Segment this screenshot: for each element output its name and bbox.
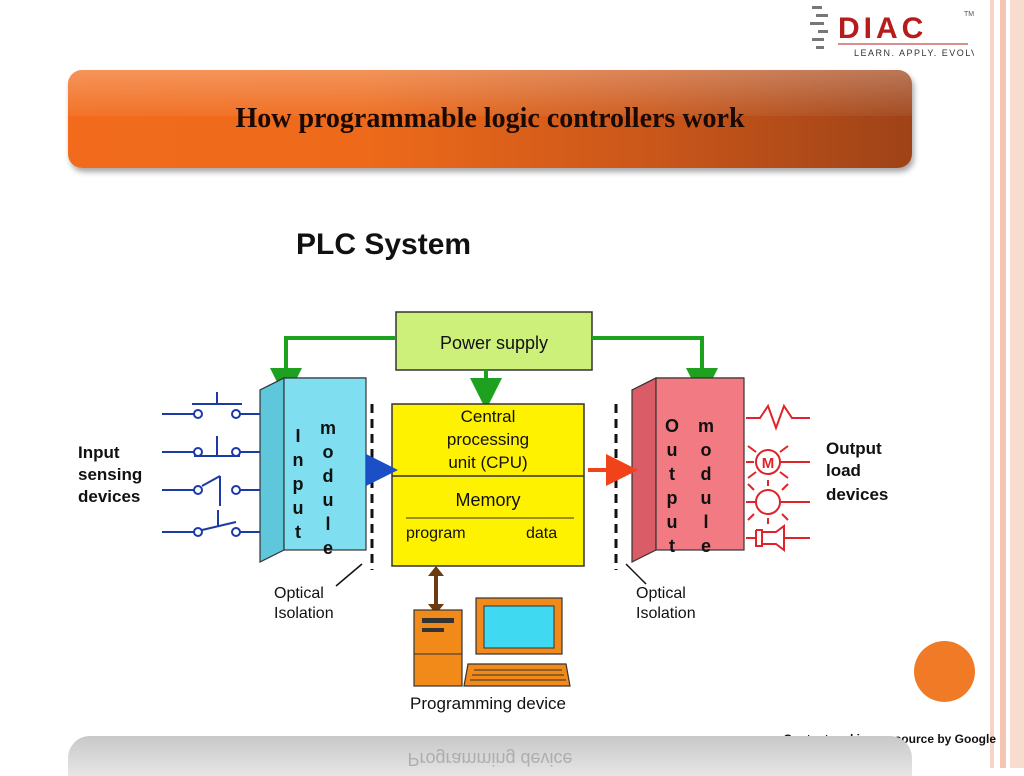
output-letter: u [667,440,678,460]
slide-title: How programmable logic controllers work [235,103,745,134]
optical-isolation-label-left-1: Optical [274,585,324,602]
svg-text:TM: TM [964,11,974,18]
programming-device: Programming device [410,597,571,713]
computer-tower-icon [413,609,463,687]
module-letter: e [323,538,333,558]
output-devices-label-2: load [826,461,861,480]
decorative-orange-circle [914,641,975,702]
horn-icon [746,524,810,552]
heater-coil-icon [746,403,810,431]
logo-tagline: LEARN. APPLY. EVOLVE. [854,48,974,58]
output-letter: u [667,512,678,532]
module-letter: m [698,416,714,436]
cpu-label-line-1: Central [461,407,516,426]
cpu-programming-arrow [428,566,444,614]
output-letter: p [667,488,678,508]
module-letter: u [323,490,334,510]
title-banner: How programmable logic controllers work [68,70,912,168]
input-switches [162,392,260,537]
optical-isolation-label-left-2: Isolation [274,605,334,622]
output-module: O u t p u t m o d u l e [631,377,745,563]
memory-label: Memory [455,490,520,510]
pointer-line-left [335,563,363,587]
pointer-line-right [625,563,647,585]
output-devices-label-1: Output [826,439,882,458]
module-letter: o [323,442,334,462]
output-devices-label-3: devices [826,485,888,504]
input-module: I n p u t m o d u l e [259,377,367,563]
lamp-icon [746,480,810,524]
output-letter: O [665,416,679,436]
program-label: program [406,525,466,542]
module-letter: u [701,488,712,508]
module-letter: e [701,536,711,556]
input-letter: n [293,450,304,470]
pushbutton-nc-icon [162,436,260,457]
logo-wordmark: DIAC [838,12,927,45]
decorative-stripe [990,0,994,768]
module-letter: l [703,512,708,532]
decorative-stripe [1000,0,1006,768]
power-supply-label: Power supply [440,333,548,353]
cpu-block: Central processing unit (CPU) Memory pro… [391,403,585,567]
optical-isolation-label-right-1: Optical [636,585,686,602]
diac-logo-mark: DIAC TM LEARN. APPLY. EVOLVE. [810,6,989,58]
programming-device-label: Programming device [410,694,566,713]
limit-switch-icon [162,475,260,506]
input-devices-label-3: devices [78,487,140,506]
input-letter: t [295,522,301,542]
float-switch-icon [162,510,260,537]
power-lines [270,336,718,410]
diac-logo: DIAC TM LEARN. APPLY. EVOLVE. [808,0,989,68]
module-letter: l [325,514,330,534]
module-letter: m [320,418,336,438]
data-label: data [526,525,557,542]
motor-icon: M [746,445,810,479]
plc-system-diagram: PLC System Power supply Central processi… [78,228,888,713]
optical-isolation-label-right-2: Isolation [636,605,696,622]
diagram-title: PLC System [296,228,471,261]
diagram-reflection: Programming device [68,736,912,776]
module-letter: d [701,464,712,484]
keyboard-icon [463,663,571,687]
power-supply-box: Power supply [395,311,593,371]
cpu-label-line-3: unit (CPU) [448,453,527,472]
decorative-stripe [1010,0,1024,768]
output-letter: t [669,464,675,484]
input-devices-label-2: sensing [78,465,142,484]
module-letter: o [701,440,712,460]
input-letter: u [293,498,304,518]
input-letter: I [295,426,300,446]
reflection-text: Programming device [407,749,573,769]
output-letter: t [669,536,675,556]
input-letter: p [293,474,304,494]
computer-monitor-icon [475,597,563,655]
cpu-label-line-2: processing [447,430,529,449]
pushbutton-no-icon [162,392,260,419]
module-letter: d [323,466,334,486]
input-devices-label-1: Input [78,443,120,462]
output-loads: M [746,403,810,552]
motor-symbol: M [762,455,775,472]
